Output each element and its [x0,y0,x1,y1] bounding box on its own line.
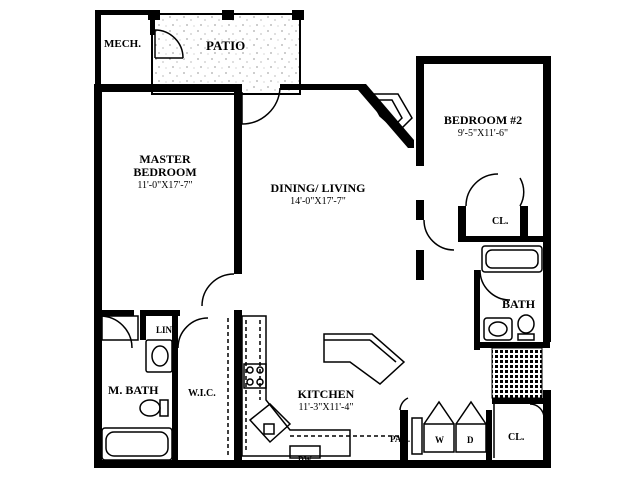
label-bath: BATH [502,297,536,311]
mbath-fixtures [101,315,173,461]
label-master-line1: MASTER [139,152,191,166]
label-kitchen: KITCHEN [298,387,355,401]
bath2-fixtures [481,245,543,341]
label-master-bath: M. BATH [108,383,159,397]
label-master-dim: 11'-0"X17'-7" [137,180,192,191]
laundry [411,400,487,455]
label-washer: W [435,435,444,445]
patio-door [241,87,281,125]
label-pantry: PAN. [390,434,410,444]
label-master-line2: BEDROOM [133,165,196,179]
label-mech: MECH. [104,38,141,50]
mech-door [154,29,184,59]
kitchen-island [323,333,406,385]
label-patio: PATIO [206,38,245,53]
label-bedroom2-dim: 9'-5"X11'-6" [458,128,508,139]
label-bedroom2: BEDROOM #2 [444,113,522,127]
fireplace [366,93,413,134]
label-dryer: D [467,435,474,445]
label-closet-upper: CL. [492,216,509,227]
label-dining-dim: 14'-0"X17'-7" [290,196,346,207]
chase-grid [491,347,543,399]
label-dishwasher: DW [298,455,312,464]
label-dining: DINING/ LIVING [270,181,365,195]
lower-closet [493,403,545,458]
interior-walls [94,200,550,460]
label-kitchen-dim: 11'-3"X11'-4" [299,402,354,413]
kitchen-counters [241,315,404,459]
door-arcs [99,173,525,411]
exterior-walls [94,10,551,468]
label-closet-lower: CL. [508,432,525,443]
label-linen: LIN. [156,325,174,335]
label-wic: W.I.C. [188,388,216,399]
